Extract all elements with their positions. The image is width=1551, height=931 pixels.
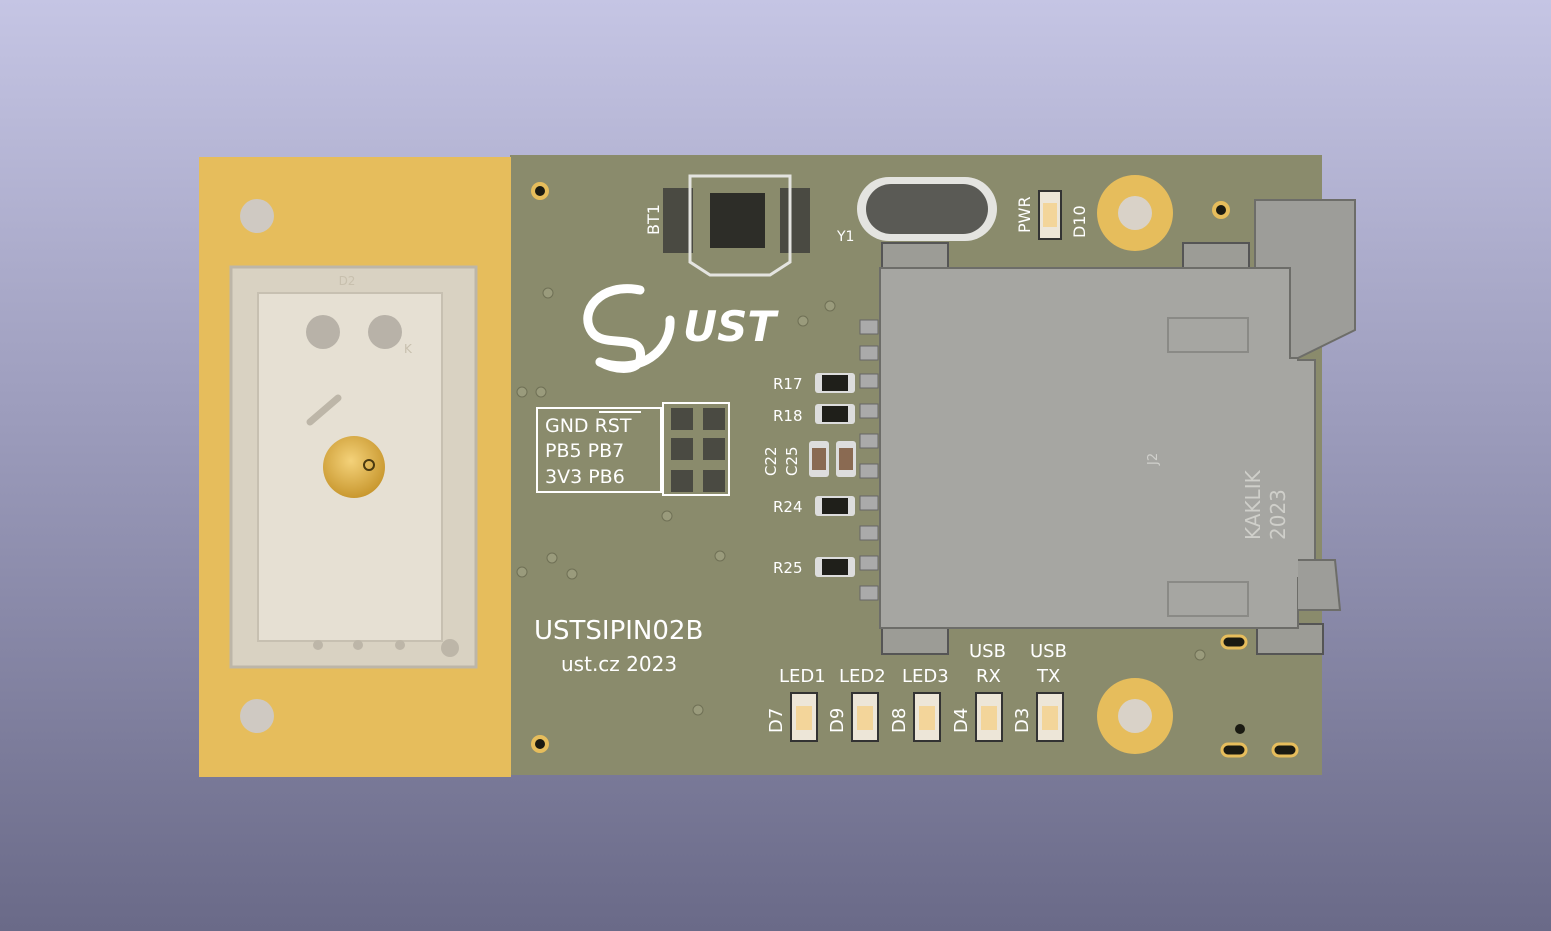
pwr-label: PWR	[1015, 196, 1034, 233]
header-pads	[662, 402, 730, 496]
author-mark: KAKLIK	[1241, 469, 1265, 540]
led-d4	[975, 692, 1003, 742]
r25-label: R25	[773, 559, 803, 577]
led3-label: LED3	[902, 666, 949, 687]
resistor-r18	[815, 404, 855, 424]
k-label: K	[404, 342, 413, 356]
mounting-hole-icon	[240, 199, 274, 233]
d2-component	[229, 265, 478, 669]
vias	[516, 287, 1206, 716]
d4-label: D4	[951, 708, 972, 733]
bt1-label: BT1	[644, 204, 663, 235]
header-row3: 3V3 PB6	[545, 466, 625, 488]
y1-label: Y1	[836, 229, 854, 245]
header-box	[536, 407, 662, 493]
j2-label: J2	[1146, 453, 1161, 466]
usb-rx-top-label: USB	[969, 641, 1006, 662]
author-year: 2023	[1266, 489, 1290, 540]
d10-label: D10	[1070, 205, 1089, 238]
led1-label: LED1	[779, 666, 826, 687]
usb-rx-bottom-label: RX	[976, 666, 1001, 687]
r24-label: R24	[773, 498, 803, 516]
led-d8	[913, 692, 941, 742]
j2-sd-card-connector	[859, 199, 1356, 655]
d9-label: D9	[827, 708, 848, 733]
c22-label: C22	[762, 446, 780, 476]
d2-label: D2	[339, 274, 356, 288]
mounting-hole-icon	[240, 699, 274, 733]
usb-pads	[1220, 634, 1299, 758]
resistor-r17	[815, 373, 855, 393]
usb-tx-top-label: USB	[1030, 641, 1067, 662]
d8-label: D8	[889, 708, 910, 733]
led-d9	[851, 692, 879, 742]
ust-logo-icon	[583, 284, 675, 373]
ust-logo-text: UST	[683, 302, 779, 351]
bt1-battery-holder	[663, 174, 810, 277]
usb-tx-bottom-label: TX	[1036, 666, 1060, 687]
d7-label: D7	[766, 708, 787, 733]
header-row2: PB5 PB7	[545, 440, 624, 462]
c25-label: C25	[783, 446, 801, 476]
resistor-r24	[815, 496, 855, 516]
d3-label: D3	[1012, 708, 1033, 733]
header-row1: GND RST	[545, 415, 632, 437]
board-footer: ust.cz 2023	[561, 652, 677, 676]
led-d7	[790, 692, 818, 742]
r18-label: R18	[773, 407, 803, 425]
resistor-r25	[815, 557, 855, 577]
board-name: USTSIPIN02B	[534, 616, 703, 646]
led-d3	[1036, 692, 1064, 742]
capacitors-c22-c25	[809, 441, 856, 477]
led2-label: LED2	[839, 666, 886, 687]
r17-label: R17	[773, 375, 803, 393]
